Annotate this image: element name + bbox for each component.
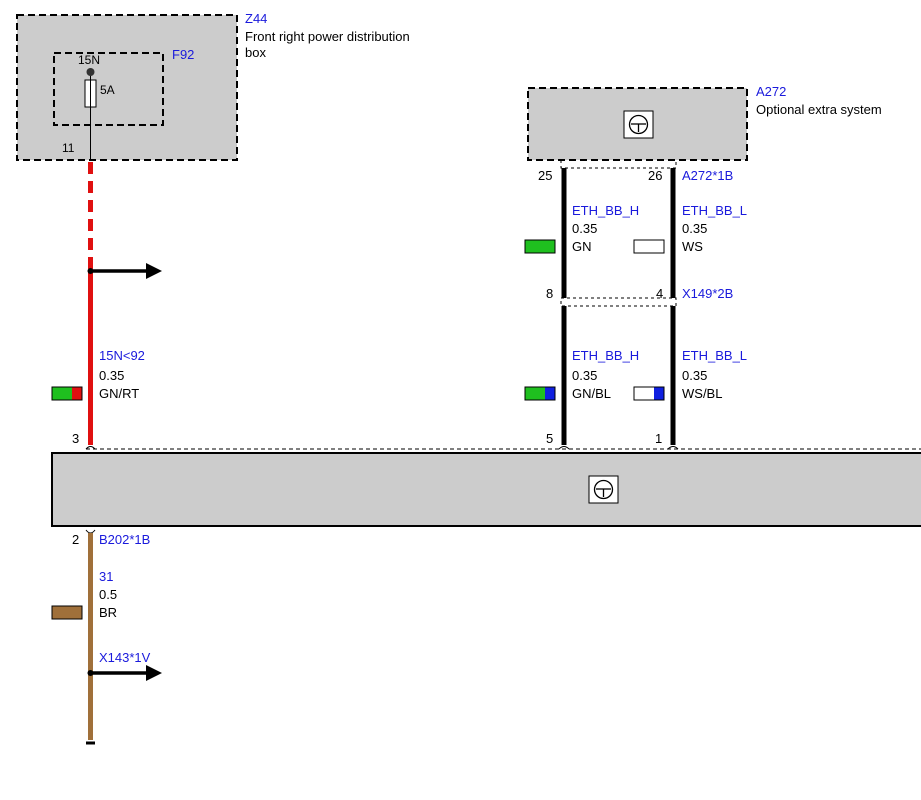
f92-fuse-housing[interactable] bbox=[53, 52, 164, 126]
f92-rating-label: 5A bbox=[100, 83, 115, 97]
eth-l-lower-swatch bbox=[633, 386, 665, 401]
ground-wire-swatch bbox=[51, 605, 83, 620]
f92-code-label: F92 bbox=[172, 47, 194, 62]
ground-wire-color: BR bbox=[99, 605, 117, 620]
eth-l-lower-color: WS/BL bbox=[682, 386, 722, 401]
power-wire-swatch bbox=[51, 386, 83, 401]
x149-2b-connector[interactable] bbox=[560, 297, 677, 307]
ground-wire-name: 31 bbox=[99, 569, 113, 584]
power-wire-name: 15N<92 bbox=[99, 348, 145, 363]
a272-1b-pin-left: 25 bbox=[538, 168, 552, 183]
eth-h-upper-color: GN bbox=[572, 239, 592, 254]
z44-desc-line1: Front right power distribution bbox=[245, 29, 410, 44]
a272-code-label: A272 bbox=[756, 84, 786, 99]
eth-l-upper-color: WS bbox=[682, 239, 703, 254]
power-wire-size: 0.35 bbox=[99, 368, 124, 383]
a272-1b-connector-outline bbox=[560, 160, 677, 169]
z44-desc-line2: box bbox=[245, 45, 266, 60]
eth-l-upper-size: 0.35 bbox=[682, 221, 707, 236]
ground-branch-arrow-icon bbox=[146, 665, 162, 681]
eth-l-lower-size: 0.35 bbox=[682, 368, 707, 383]
eth-l-lower-name: ETH_BB_L bbox=[682, 348, 747, 363]
z44-code-label: Z44 bbox=[245, 11, 267, 26]
a272-desc: Optional extra system bbox=[756, 102, 882, 117]
eth-h-upper-swatch bbox=[524, 239, 556, 254]
x149-2b-pin-right: 4 bbox=[656, 286, 663, 301]
eth-h-lower-size: 0.35 bbox=[572, 368, 597, 383]
b202-1b-pin: 2 bbox=[72, 532, 79, 547]
main-pin-h: 5 bbox=[546, 431, 553, 446]
pin-1-socket bbox=[667, 446, 679, 450]
a272-1b-pin-right: 26 bbox=[648, 168, 662, 183]
z44-power-distribution-box[interactable]: 15N 5A 11 bbox=[16, 14, 238, 161]
ground-wire-size: 0.5 bbox=[99, 587, 117, 602]
f92-terminal-label: 15N bbox=[78, 53, 100, 67]
power-branch-arrow-icon bbox=[146, 263, 162, 279]
eth-l-upper-swatch bbox=[633, 239, 665, 254]
eth-h-lower-name: ETH_BB_H bbox=[572, 348, 639, 363]
eth-l-upper-name: ETH_BB_L bbox=[682, 203, 747, 218]
b202-1b-code: B202*1B bbox=[99, 532, 150, 547]
pin-5-socket bbox=[558, 446, 570, 450]
eth-h-upper-size: 0.35 bbox=[572, 221, 597, 236]
main-pin-l: 1 bbox=[655, 431, 662, 446]
a272-1b-code: A272*1B bbox=[682, 168, 733, 183]
ground-splice-dot bbox=[87, 670, 94, 676]
pin-2-socket bbox=[85, 529, 96, 534]
x143-1v-code: X143*1V bbox=[99, 650, 151, 665]
eth-h-lower-swatch bbox=[524, 386, 556, 401]
a272-optional-extra-system[interactable] bbox=[527, 87, 748, 161]
control-unit-icon bbox=[628, 114, 649, 135]
x149-2b-code: X149*2B bbox=[682, 286, 733, 301]
pin-3-socket bbox=[85, 446, 96, 450]
eth-h-lower-color: GN/BL bbox=[572, 386, 611, 401]
main-control-module[interactable] bbox=[51, 452, 921, 527]
z44-pin-label: 11 bbox=[62, 141, 75, 155]
power-splice-dot bbox=[87, 268, 94, 274]
eth-h-upper-name: ETH_BB_H bbox=[572, 203, 639, 218]
power-wire-color: GN/RT bbox=[99, 386, 139, 401]
main-pin-power: 3 bbox=[72, 431, 79, 446]
x149-2b-pin-left: 8 bbox=[546, 286, 553, 301]
control-unit-icon bbox=[593, 479, 614, 500]
fuse-terminal-dot bbox=[86, 68, 95, 76]
